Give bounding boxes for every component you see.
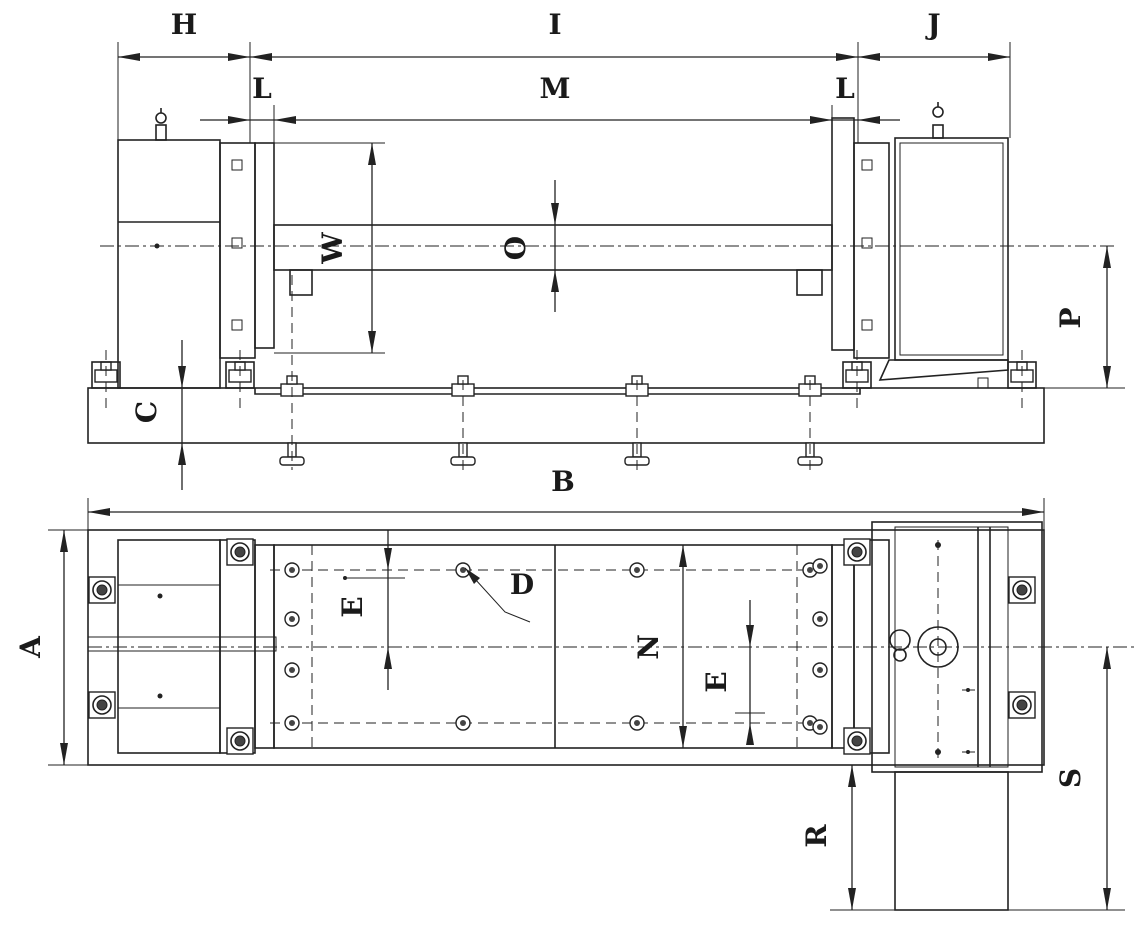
label-d: D (510, 568, 534, 601)
label-n: N (632, 634, 665, 660)
label-e-right: E (700, 671, 733, 692)
side-elevation-view (87, 102, 1115, 470)
dimension-lines-plan (48, 529, 1125, 911)
label-m: M (540, 72, 571, 105)
left-end-plate (219, 142, 256, 359)
label-p: P (1054, 307, 1087, 328)
left-drive-block (117, 139, 221, 389)
label-j: J (924, 8, 940, 41)
label-e-left: E (336, 596, 369, 617)
plan-view (87, 498, 1134, 911)
right-end-plate (831, 117, 855, 351)
label-h: H (171, 8, 197, 41)
base-plate (87, 387, 1045, 444)
dimension-labels: H I J L M L W O P C B A D E N E R S (14, 8, 1087, 848)
label-s: S (1054, 768, 1087, 788)
motor-body (894, 771, 1009, 911)
label-a: A (14, 635, 47, 659)
label-i: I (548, 8, 561, 41)
label-b: B (551, 465, 575, 498)
label-r: R (800, 824, 833, 848)
label-w: W (316, 232, 349, 265)
label-o: O (499, 236, 532, 260)
label-l-right: L (835, 72, 855, 105)
shaft (273, 224, 833, 271)
right-drive-block (894, 137, 1009, 361)
dimension-lines-top (117, 42, 1125, 490)
label-l-left: L (252, 72, 272, 105)
label-c: C (130, 401, 163, 423)
